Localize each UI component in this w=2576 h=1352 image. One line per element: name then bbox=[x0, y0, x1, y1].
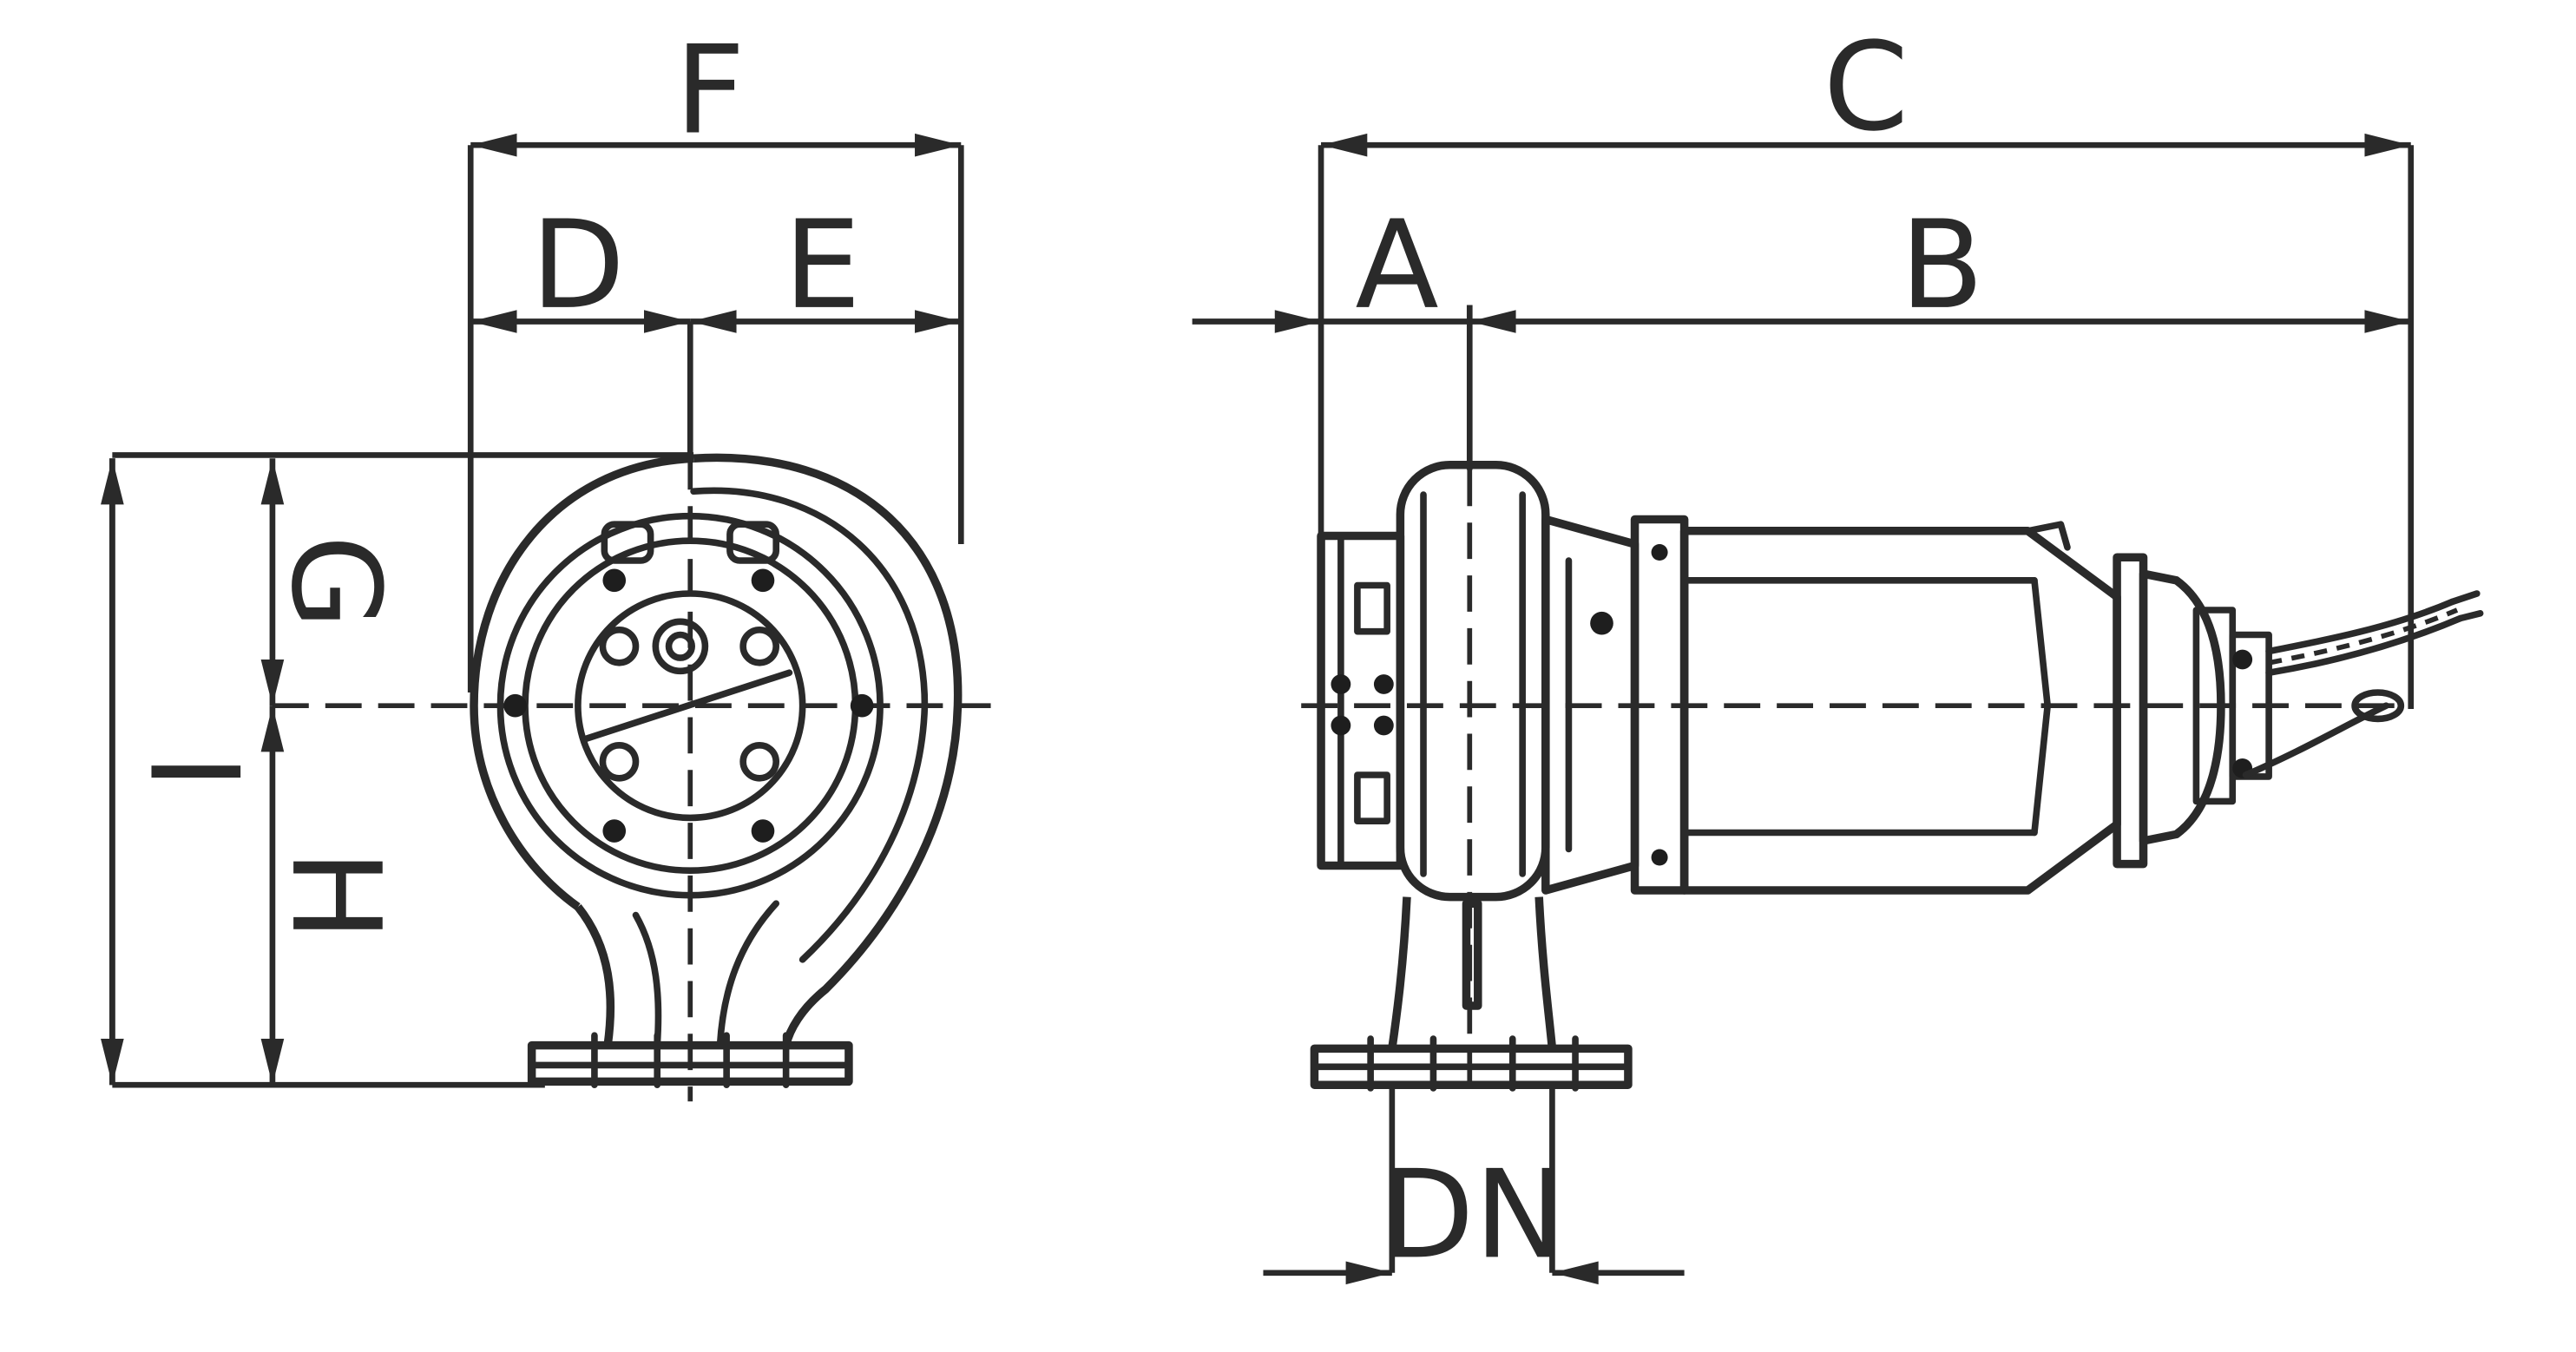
label-h: H bbox=[264, 850, 406, 942]
label-c: C bbox=[1824, 16, 1909, 159]
label-i: I bbox=[122, 753, 264, 789]
dimension-e: E bbox=[690, 194, 962, 337]
dimension-a: A bbox=[1192, 194, 1470, 337]
power-cable bbox=[2242, 590, 2484, 778]
front-discharge-flange bbox=[527, 900, 853, 1088]
label-f: F bbox=[675, 20, 746, 162]
dimension-h: H bbox=[260, 706, 406, 1086]
dimension-g: G bbox=[260, 458, 406, 706]
label-d: D bbox=[531, 194, 625, 337]
side-discharge-flange bbox=[1310, 896, 1633, 1092]
label-b: B bbox=[1900, 194, 1984, 337]
volute-casing bbox=[470, 453, 963, 1047]
front-bolts bbox=[503, 568, 874, 843]
dimension-f: F bbox=[470, 20, 962, 162]
front-view: F D E I G bbox=[101, 20, 991, 1102]
dimension-b: B bbox=[1469, 194, 2411, 337]
label-e: E bbox=[784, 194, 861, 337]
dimension-c: C bbox=[1321, 16, 2411, 159]
dimension-d: D bbox=[470, 194, 691, 337]
pump-casing bbox=[1317, 461, 1550, 902]
label-a: A bbox=[1355, 194, 1438, 337]
dimension-i: I bbox=[101, 458, 265, 1086]
motor-end-cap bbox=[2139, 569, 2272, 845]
label-dn: DN bbox=[1380, 1144, 1566, 1286]
label-g: G bbox=[264, 535, 406, 629]
side-extension-lines bbox=[1318, 145, 2415, 1273]
side-view: C A B DN bbox=[1192, 16, 2484, 1286]
dimension-dn: DN bbox=[1263, 1144, 1685, 1286]
side-centerlines bbox=[1301, 469, 2411, 1102]
